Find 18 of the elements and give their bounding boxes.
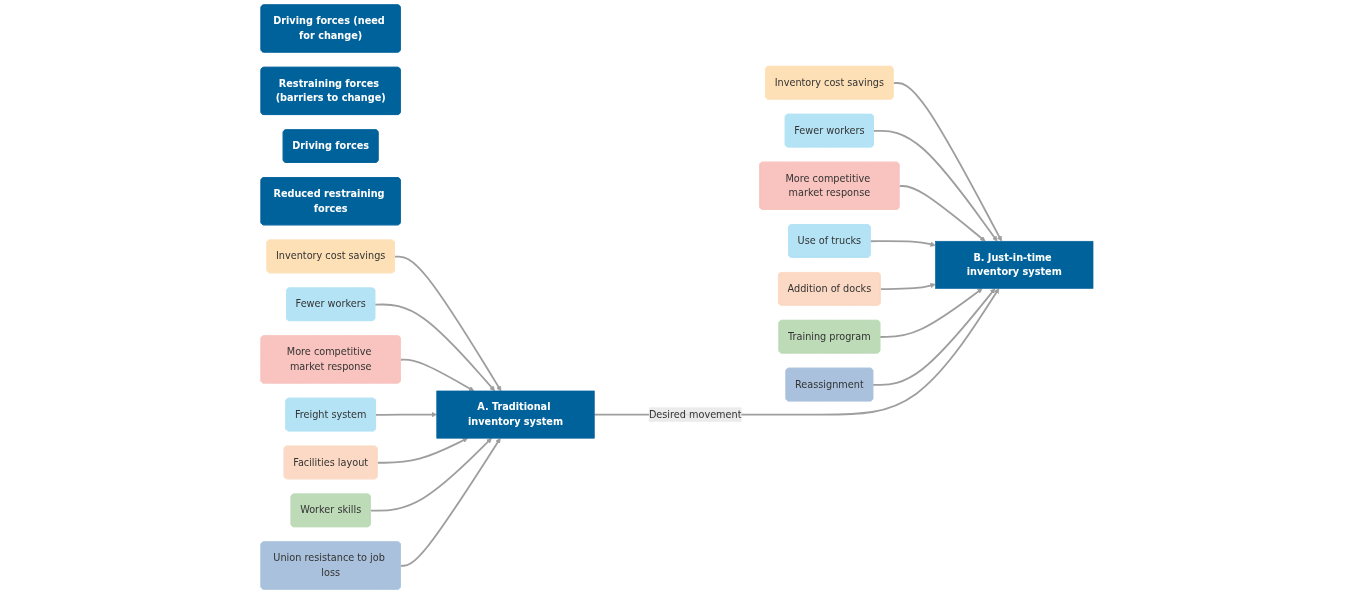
arrow <box>879 288 983 338</box>
arrow <box>898 185 986 242</box>
arrow <box>593 288 1000 416</box>
arrow <box>399 358 475 392</box>
arrow <box>369 438 492 512</box>
arrow <box>399 438 501 567</box>
arrow <box>376 437 468 464</box>
arrow <box>879 282 936 291</box>
arrow <box>374 303 495 392</box>
arrow <box>869 240 936 247</box>
arrow <box>892 82 1002 242</box>
arrow <box>374 411 437 418</box>
arrow <box>872 288 996 386</box>
node-box: A. Traditional inventory system <box>436 390 595 439</box>
node-box: B. Just-in-time inventory system <box>935 240 1094 289</box>
arrow <box>393 255 502 392</box>
edge-label: Desired movement <box>648 408 742 421</box>
arrow <box>872 129 998 242</box>
